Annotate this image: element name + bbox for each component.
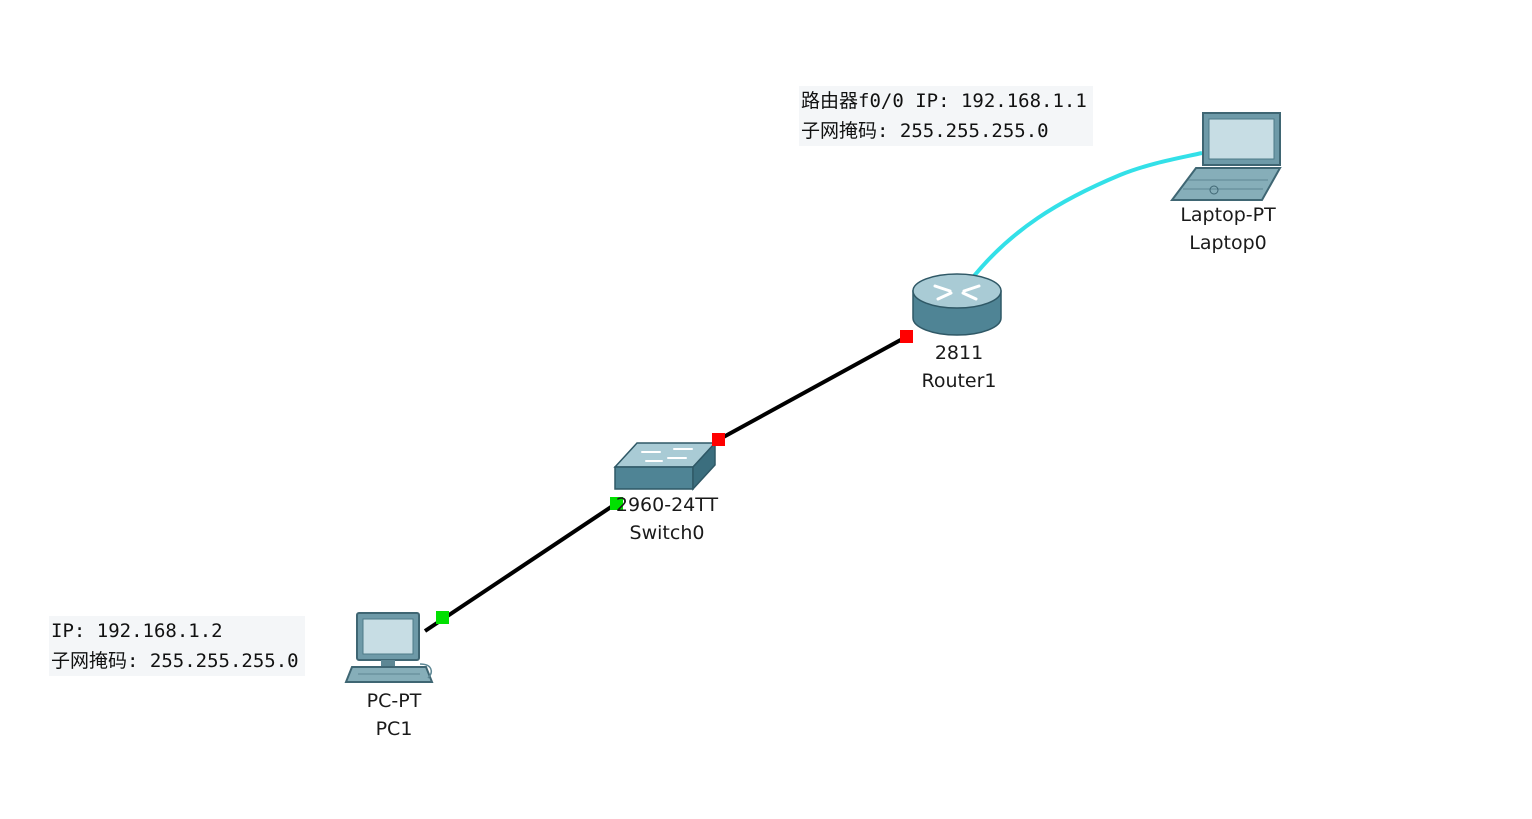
switch-name: Switch0: [629, 522, 705, 544]
laptop-label[interactable]: Laptop-PT Laptop0: [1180, 201, 1275, 257]
router-name: Router1: [921, 370, 997, 392]
switch-icon[interactable]: [613, 441, 717, 491]
pc-icon[interactable]: [344, 612, 434, 683]
link-status-router-port: [900, 330, 913, 343]
router-model: 2811: [934, 342, 984, 364]
link-status-switch-port-router: [712, 433, 725, 446]
pc-model: PC-PT: [366, 690, 422, 712]
link-status-switch-port-pc: [610, 497, 623, 510]
switch-model: 2960-24TT: [615, 494, 719, 516]
router-icon[interactable]: [912, 273, 1002, 336]
laptop-name: Laptop0: [1189, 232, 1267, 254]
pc-label[interactable]: PC-PT PC1: [367, 687, 422, 743]
cable-switch-router[interactable]: [717, 335, 907, 442]
router-label[interactable]: 2811 Router1: [921, 339, 996, 395]
router-mask-line: 子网掩码: 255.255.255.0: [801, 120, 1049, 142]
switch-label[interactable]: 2960-24TT Switch0: [616, 491, 718, 547]
pc-mask-line: 子网掩码: 255.255.255.0: [51, 650, 299, 672]
router-ip-line: 路由器f0/0 IP: 192.168.1.1: [801, 90, 1087, 112]
pc-name: PC1: [375, 718, 413, 740]
pc-ip-note[interactable]: IP: 192.168.1.2 子网掩码: 255.255.255.0: [49, 616, 305, 676]
router-ip-note[interactable]: 路由器f0/0 IP: 192.168.1.1 子网掩码: 255.255.25…: [799, 86, 1093, 146]
laptop-icon[interactable]: [1170, 112, 1282, 201]
pc-ip-line: IP: 192.168.1.2: [51, 620, 223, 642]
laptop-model: Laptop-PT: [1180, 204, 1276, 226]
console-cable-router-laptop[interactable]: [968, 151, 1203, 283]
cable-pc-switch[interactable]: [423, 501, 619, 633]
link-status-pc-port: [436, 611, 449, 624]
